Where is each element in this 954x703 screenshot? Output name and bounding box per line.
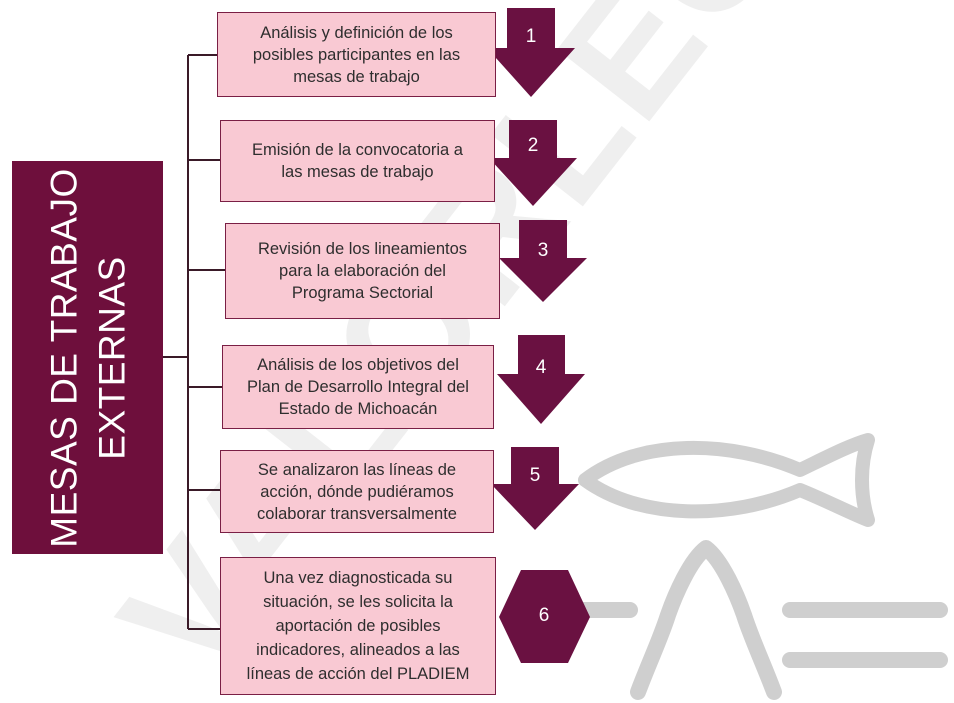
- connectors: [163, 54, 225, 630]
- step-5-box: Se analizaron las líneas de acción, dónd…: [220, 450, 494, 533]
- hexagon-icon-6: [499, 570, 590, 663]
- step-4-number: 4: [535, 357, 547, 378]
- step-2-box: Emisión de la convocatoria a las mesas d…: [220, 120, 495, 202]
- step-6-box: Una vez diagnosticada su situación, se l…: [220, 557, 496, 695]
- fish-icon: [578, 433, 875, 527]
- arrow-down-icon-5: [491, 447, 579, 530]
- step-3-number: 3: [537, 240, 549, 261]
- title-box: MESAS DE TRABAJO EXTERNAS: [12, 161, 163, 554]
- bell-icon: [630, 540, 782, 700]
- step-3-box: Revisión de los lineamientos para la ela…: [225, 223, 500, 319]
- arrow-down-icon-4: [497, 335, 585, 424]
- diagram-title: MESAS DE TRABAJO EXTERNAS: [42, 167, 132, 548]
- arrow-down-icon-3: [499, 220, 587, 302]
- arrow-down-icon-1: [487, 8, 575, 97]
- step-2-number: 2: [527, 135, 539, 156]
- step-1-number: 1: [525, 26, 537, 47]
- step-5-number: 5: [529, 465, 541, 486]
- step-markers: [487, 8, 590, 663]
- step-6-number: 6: [538, 605, 550, 626]
- arrow-down-icon-2: [489, 120, 577, 206]
- step-1-box: Análisis y definición de los posibles pa…: [217, 12, 496, 97]
- step-4-box: Análisis de los objetivos del Plan de De…: [222, 345, 494, 429]
